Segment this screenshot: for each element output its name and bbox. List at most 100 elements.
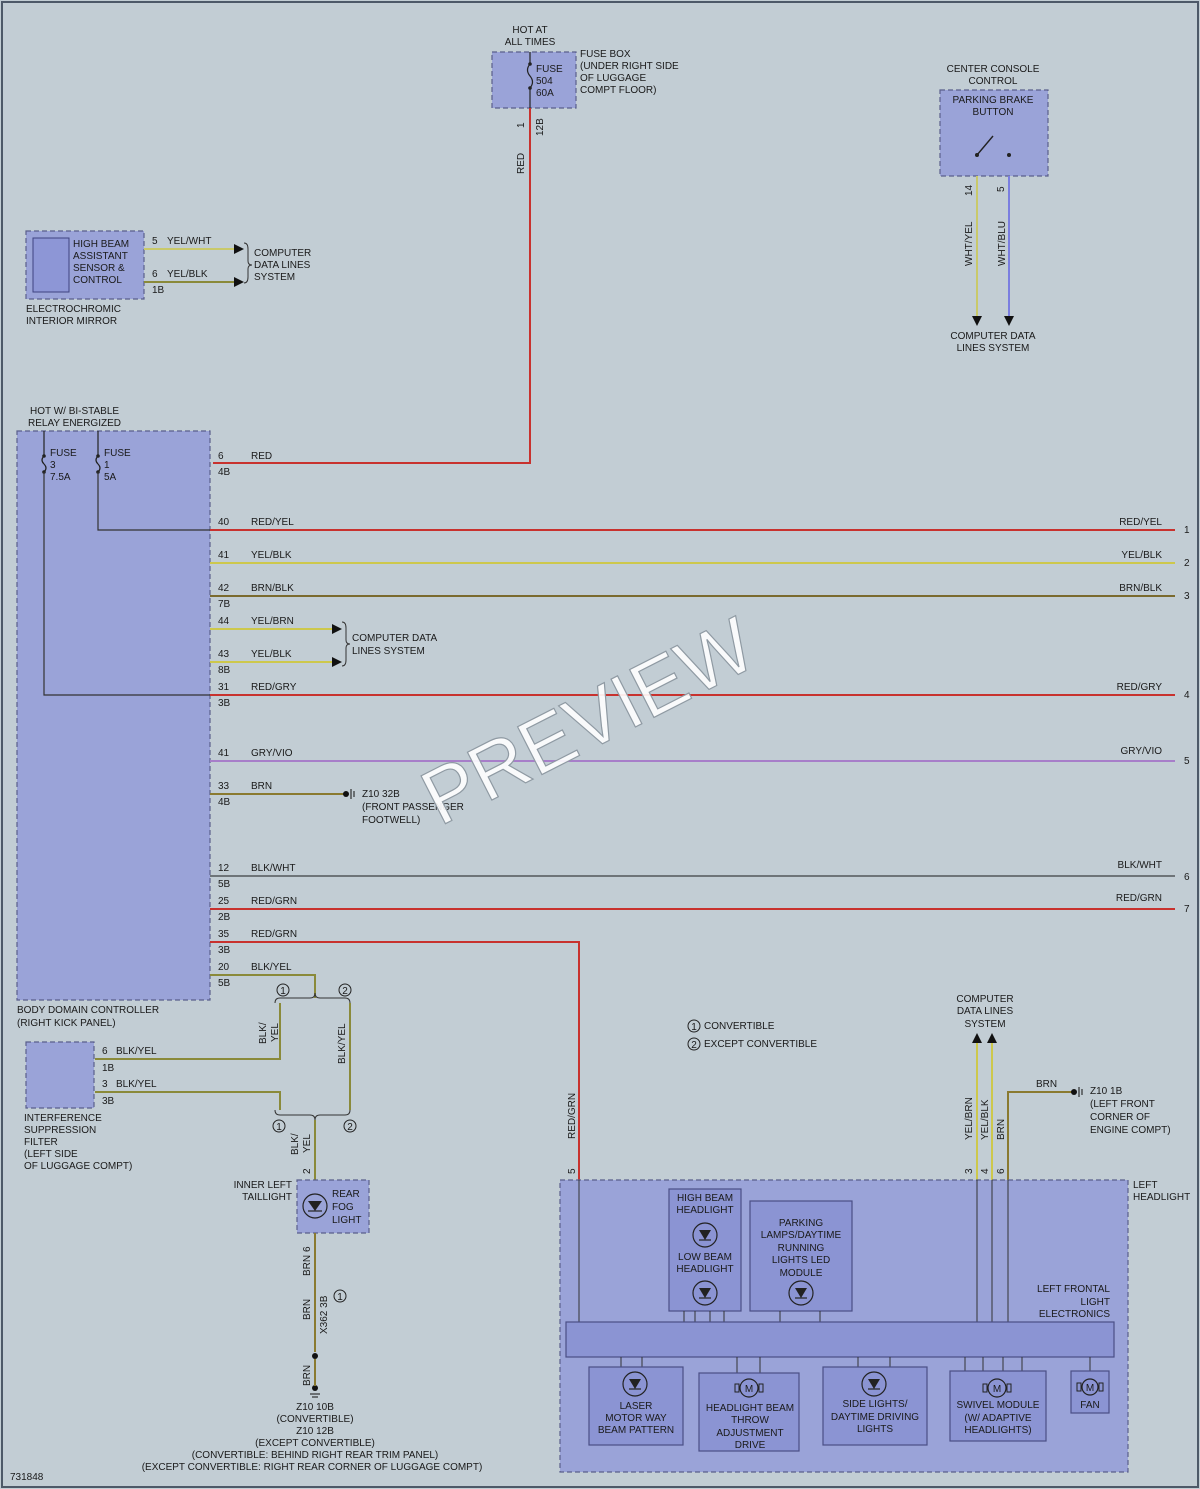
hl-ground-3: CORNER OF	[1090, 1112, 1150, 1123]
swivel-motor-letter: M	[993, 1384, 1001, 1395]
fan-label: FAN	[1080, 1400, 1099, 1411]
hl-wire-1: YEL/BRN	[964, 1097, 975, 1140]
throw-label-4: DRIVE	[735, 1440, 766, 1451]
filter-wire-1: BLK/YEL	[116, 1046, 157, 1057]
side-label-2: DAYTIME DRIVING	[831, 1412, 919, 1423]
taillight-pin-6: 6	[302, 1246, 313, 1252]
bdc-wire-label: BLK/WHT	[251, 863, 295, 874]
option-brace-icon	[274, 1109, 351, 1121]
headlight-group: COMPUTER DATA LINES SYSTEM BRN Z10 1B (L…	[559, 994, 1190, 1473]
mirror-wire-2: YEL/BLK	[167, 269, 208, 280]
option-1-icon	[333, 1289, 347, 1303]
mirror-module-1: HIGH BEAM	[73, 239, 129, 250]
option-1-icon	[276, 983, 290, 997]
center-console-dest-2: LINES SYSTEM	[957, 343, 1030, 354]
swivel-label-1: SWIVEL MODULE	[957, 1400, 1040, 1411]
arrow-right-icon	[234, 244, 244, 254]
switch-icon	[975, 135, 1011, 157]
arrow-up-icon	[987, 1033, 997, 1043]
hl-ground-2: (LEFT FRONT	[1090, 1099, 1155, 1110]
center-console-wire-1: WHT/YEL	[964, 221, 975, 266]
bdc-wire-label: YEL/BLK	[251, 649, 292, 660]
bdc-group: HOT W/ BI-STABLE RELAY ENERGIZED FUSE 3 …	[16, 406, 213, 1029]
center-console-group: CENTER CONSOLE CONTROL PARKING BRAKE BUT…	[939, 64, 1049, 354]
ground-icon	[343, 789, 355, 799]
bdc-row-1: 40 RED/YEL RED/YEL 1	[210, 517, 1190, 536]
beam-throw-adjustment-module[interactable]	[698, 1372, 800, 1452]
bdc-wire-right-label: RED/YEL	[1119, 517, 1162, 528]
arrow-right-icon	[332, 657, 342, 667]
fuse-box-wire-label: RED	[516, 153, 527, 174]
mirror-pin-5: 5	[152, 236, 158, 247]
blk-yel-label-a2: YEL	[270, 1023, 281, 1042]
bdc-wire-label: BRN	[251, 781, 272, 792]
body-domain-controller[interactable]	[16, 430, 211, 1001]
fog-light-label-3: LIGHT	[332, 1215, 361, 1226]
mirror-conn-1b: 1B	[152, 285, 165, 296]
filter-caption-2: SUPPRESSION	[24, 1125, 96, 1136]
left-frontal-light-electronics[interactable]	[565, 1321, 1115, 1358]
center-console-pin-5: 5	[996, 186, 1007, 192]
hl-caption-1: LEFT	[1133, 1180, 1157, 1191]
option-brace-icon	[274, 992, 351, 1004]
interference-suppression-filter[interactable]	[25, 1041, 95, 1109]
hl-caption-2: HEADLIGHT	[1133, 1192, 1190, 1203]
bdc-wire-right-label: BRN/BLK	[1119, 583, 1162, 594]
swivel-module[interactable]	[949, 1370, 1047, 1442]
ground-fp-3: FOOTWELL)	[362, 815, 420, 826]
taillight-ground-6: (EXCEPT CONVERTIBLE: RIGHT REAR CORNER O…	[142, 1462, 483, 1473]
mirror-pin-6: 6	[152, 269, 158, 280]
taillight-wire-3: BRN	[302, 1365, 313, 1386]
bdc-wire-label: YEL/BLK	[251, 550, 292, 561]
red-grn-vertical-label: RED/GRN	[567, 1093, 578, 1139]
filter-caption-5: OF LUGGAGE COMPT)	[24, 1161, 132, 1172]
parking-led-icon	[788, 1280, 814, 1306]
bdc-row-6: 31 3B RED/GRY RED/GRY 4	[210, 682, 1190, 709]
hl-wire-3: BRN	[996, 1119, 1007, 1140]
option-1-mark-lower: 1	[276, 1122, 282, 1133]
side-light-led-icon	[861, 1371, 887, 1397]
arrow-right-icon	[332, 624, 342, 634]
high-beam-assistant-icon	[32, 237, 70, 293]
fuse-box[interactable]	[491, 51, 577, 109]
hl-wire-2: YEL/BLK	[980, 1099, 991, 1140]
filter-caption-3: FILTER	[24, 1137, 58, 1148]
bdc-wire-label: YEL/BRN	[251, 616, 294, 627]
note-2-icon	[687, 1037, 701, 1051]
bdc-internal-fuse3-trace	[43, 472, 213, 696]
parking-label-4: LIGHTS LED	[772, 1255, 830, 1266]
high-beam-label-1: HIGH BEAM	[677, 1193, 733, 1204]
low-beam-label-2: HEADLIGHT	[676, 1264, 733, 1275]
throw-label-2: THROW	[731, 1415, 769, 1426]
mirror-module-4: CONTROL	[73, 275, 122, 286]
mirror-module-2: ASSISTANT	[73, 251, 128, 262]
blk-yel-label-c1: BLK/	[290, 1133, 301, 1155]
parking-brake-button-module[interactable]	[939, 89, 1049, 177]
lamp-icon	[302, 1193, 328, 1219]
filter-caption-1: INTERFERENCE	[24, 1113, 102, 1124]
fuse-504-number: 504	[536, 76, 553, 87]
fuse-box-location-2: (UNDER RIGHT SIDE	[580, 61, 679, 72]
option-1-icon	[272, 1119, 286, 1133]
bdc-wire-number: 2	[1184, 558, 1190, 569]
fuse-1-number: 1	[104, 460, 110, 471]
blk-yel-label-c2: YEL	[302, 1134, 313, 1153]
bdc-wire-right-label: YEL/BLK	[1121, 550, 1162, 561]
mirror-caption-1: ELECTROCHROMIC	[26, 304, 121, 315]
fan-module[interactable]	[1070, 1370, 1110, 1414]
ground-fp-2: (FRONT PASSENGER	[362, 802, 464, 813]
fuse-3-label: FUSE	[50, 448, 77, 459]
mirror-dest-2: DATA LINES	[254, 260, 311, 271]
filter-conn-1b: 1B	[102, 1063, 115, 1074]
blk-yel-label-a1: BLK/	[258, 1022, 269, 1044]
fuse-box-location-4: COMPT FLOOR)	[580, 85, 656, 96]
bdc-wire-label: RED/GRY	[251, 682, 297, 693]
rear-fog-light-module[interactable]	[296, 1179, 370, 1234]
bdc-wire-right-label: RED/GRY	[1117, 682, 1163, 693]
brace-icon	[341, 621, 351, 667]
taillight-group: 2 INNER LEFT TAILLIGHT REAR FOG LIGHT 6 …	[142, 1168, 483, 1473]
fuse-1-rating: 5A	[104, 472, 117, 483]
side-label-3: LIGHTS	[857, 1424, 893, 1435]
bdc-pin: 31	[218, 682, 230, 693]
bdc-row-4: 44 YEL/BRN	[210, 616, 342, 634]
